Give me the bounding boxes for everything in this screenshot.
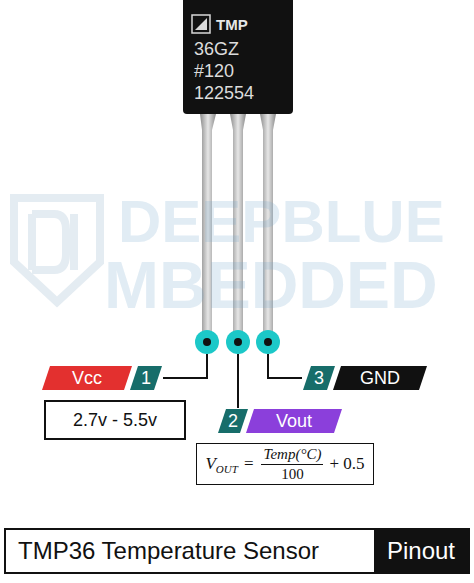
pinout-box: Pinout: [374, 530, 468, 572]
formula-subscript: OUT: [216, 463, 238, 475]
pin-dot: [264, 338, 272, 346]
watermark: DEEPBLUE: [118, 192, 445, 252]
node-text: 2.7v - 5.5v: [73, 410, 157, 431]
tag-fill: [42, 366, 132, 390]
pin-number-tag: 2: [218, 409, 248, 433]
formula-fraction: Temp(°C)100: [261, 446, 323, 483]
tag-fill: [246, 409, 342, 433]
pin-number-tag: 3: [303, 366, 335, 390]
title-bar: Pinout TMP36 Temperature Sensor: [4, 528, 470, 574]
pin-label: 1: [141, 369, 151, 387]
leader-line: [268, 354, 302, 378]
pin-name-tag: GND: [333, 366, 427, 390]
pin-label: Vcc: [72, 369, 102, 387]
watermark-logo: [14, 198, 100, 302]
voltage-range-box: 2.7v - 5.5v: [44, 400, 186, 440]
chip-marking: #120: [194, 62, 234, 80]
chip-marking: 122554: [194, 84, 254, 102]
leader-line: [237, 354, 239, 408]
formula-operator: =: [244, 454, 254, 474]
chip-body: [183, 0, 293, 114]
watermark-letter: [32, 214, 66, 270]
pin-label: 3: [314, 369, 324, 387]
watermark: MBEDDED: [104, 252, 438, 318]
node-text: Pinout: [387, 537, 455, 565]
pin-circle: [256, 330, 280, 354]
formula-numerator: Temp(°C): [261, 446, 323, 465]
pin-label: Vout: [276, 412, 312, 430]
tag-fill: [218, 409, 248, 433]
pin-number-tag: 1: [130, 366, 162, 390]
formula-term: + 0.5: [329, 454, 364, 474]
pin-name-tag: Vcc: [42, 366, 132, 390]
tag-fill: [333, 366, 427, 390]
pin-name-tag: Vout: [246, 409, 342, 433]
leader-line: [163, 354, 207, 378]
chip-marking: TMP: [216, 17, 248, 32]
pin-circle: [226, 330, 250, 354]
watermark-letter: [70, 214, 78, 270]
pin-dot: [203, 338, 211, 346]
tag-fill: [130, 366, 162, 390]
formula-denominator: 100: [281, 465, 304, 483]
chip-logo: [195, 18, 207, 30]
watermark-shield: [14, 198, 100, 302]
chip-marking: 36GZ: [194, 40, 239, 58]
tag-fill: [303, 366, 335, 390]
pin-circle: [195, 330, 219, 354]
pin-label: 2: [228, 412, 238, 430]
pin-label: GND: [360, 369, 400, 387]
node-text: TMP36 Temperature Sensor: [6, 537, 319, 565]
chip-logo: [192, 15, 210, 33]
formula-symbol: V: [205, 454, 215, 474]
formula-row: VOUT = Temp(°C)100 + 0.5: [205, 446, 364, 483]
pin-dot: [234, 338, 242, 346]
formula-box: VOUT = Temp(°C)100 + 0.5: [196, 443, 374, 485]
pin-marker: [195, 330, 280, 354]
